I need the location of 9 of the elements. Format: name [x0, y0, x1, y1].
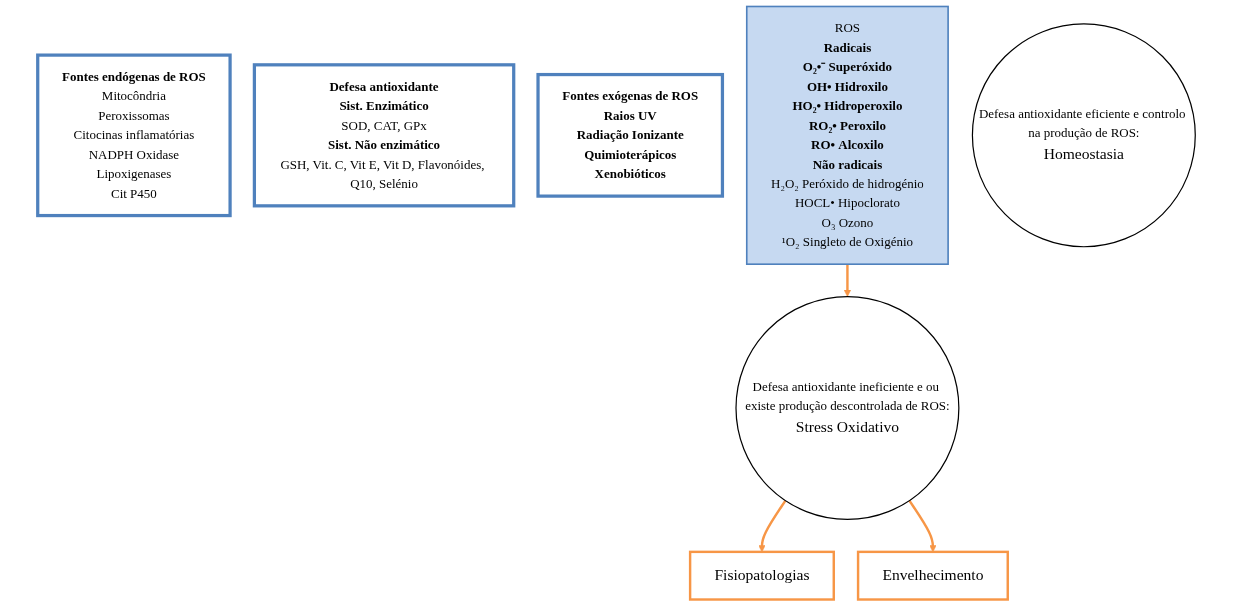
arrow [843, 264, 851, 297]
node-box: Envelhecimento [856, 550, 1009, 601]
node-box: Fontes endógenas de ROS Mitocôndria Peroxissomas Citocinas inflamatórias NADPH Oxidase Lipoxigenases Cit P450 [36, 53, 232, 218]
node-box: Fontes exógenas de ROS Raios UV Radiação Ionizante Quimioterápicos Xenobióticos [536, 72, 725, 198]
node-circle: Defesa antioxidante eficiente e controlo na produção de ROS: Homeostasia [971, 23, 1196, 248]
node-box: Defesa antioxidante Sist. Enzimático SOD, CAT, GPx Sist. Não enzimático GSH, Vit. C, Vit E, Vit D, Flavonóides, Q10, Selénio [252, 63, 516, 208]
node-circle: Defesa antioxidante ineficiente e ou existe produção descontrolada de ROS: Stress Oxidativo [735, 296, 960, 521]
node-box: ROS Radicais O₂•⁻ Superóxido OH• Hidroxilo HO₂• Hidroperoxilo RO₂• Peroxilo RO• Alcoxilo Não radicais H₂O₂ Peróxido de hidrogénio HOCL• Hipoclorato O₃ Ozono ¹O₂ Singleto de Oxigénio [745, 5, 949, 265]
node-box: Fisiopatologias [688, 550, 835, 601]
